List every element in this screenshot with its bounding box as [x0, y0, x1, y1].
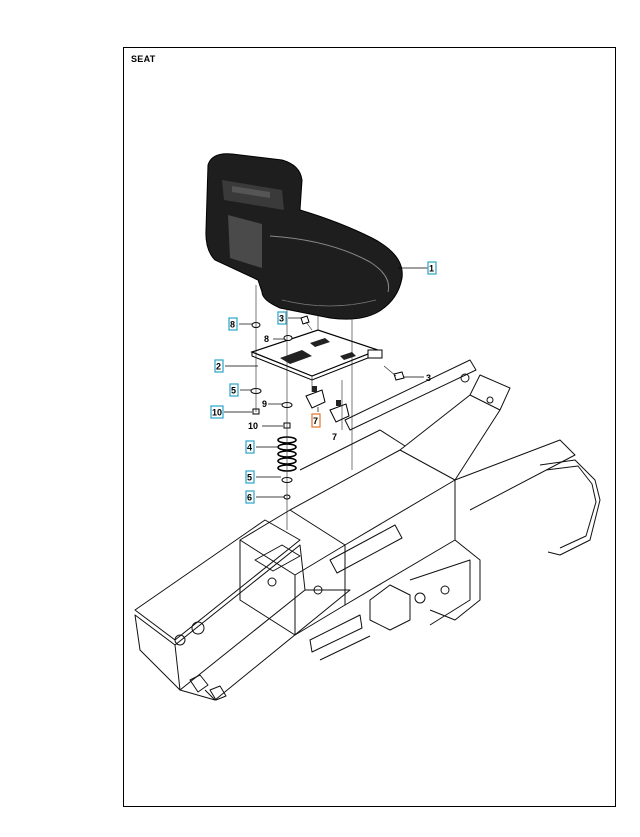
callout-7: 7: [332, 432, 337, 442]
callout-4: 4: [247, 443, 252, 453]
callout-8: 8: [264, 334, 269, 344]
hardware: [250, 285, 405, 530]
seat-plate: [250, 329, 383, 381]
tractor-frame: [134, 359, 601, 701]
callouts: 1 2 3 3 4 5 5 6 7 7 8 8 9 10 10: [210, 261, 437, 504]
callout-10-boxed: 10: [212, 408, 222, 418]
callout-5-upper: 5: [231, 386, 236, 396]
diagram-title: SEAT: [131, 54, 156, 64]
callout-9: 9: [262, 399, 267, 409]
callout-3: 3: [426, 373, 431, 383]
callout-5-lower: 5: [247, 473, 252, 483]
callout-7-boxed: 7: [313, 416, 318, 426]
seat: [205, 153, 403, 320]
callout-10: 10: [248, 421, 258, 431]
callout-3-boxed: 3: [279, 314, 284, 324]
callout-2: 2: [216, 362, 221, 372]
callout-6: 6: [247, 493, 252, 503]
callout-1: 1: [429, 264, 434, 274]
diagram-frame: [123, 47, 616, 807]
callout-8-boxed: 8: [230, 320, 235, 330]
leader-lines: [224, 267, 428, 498]
